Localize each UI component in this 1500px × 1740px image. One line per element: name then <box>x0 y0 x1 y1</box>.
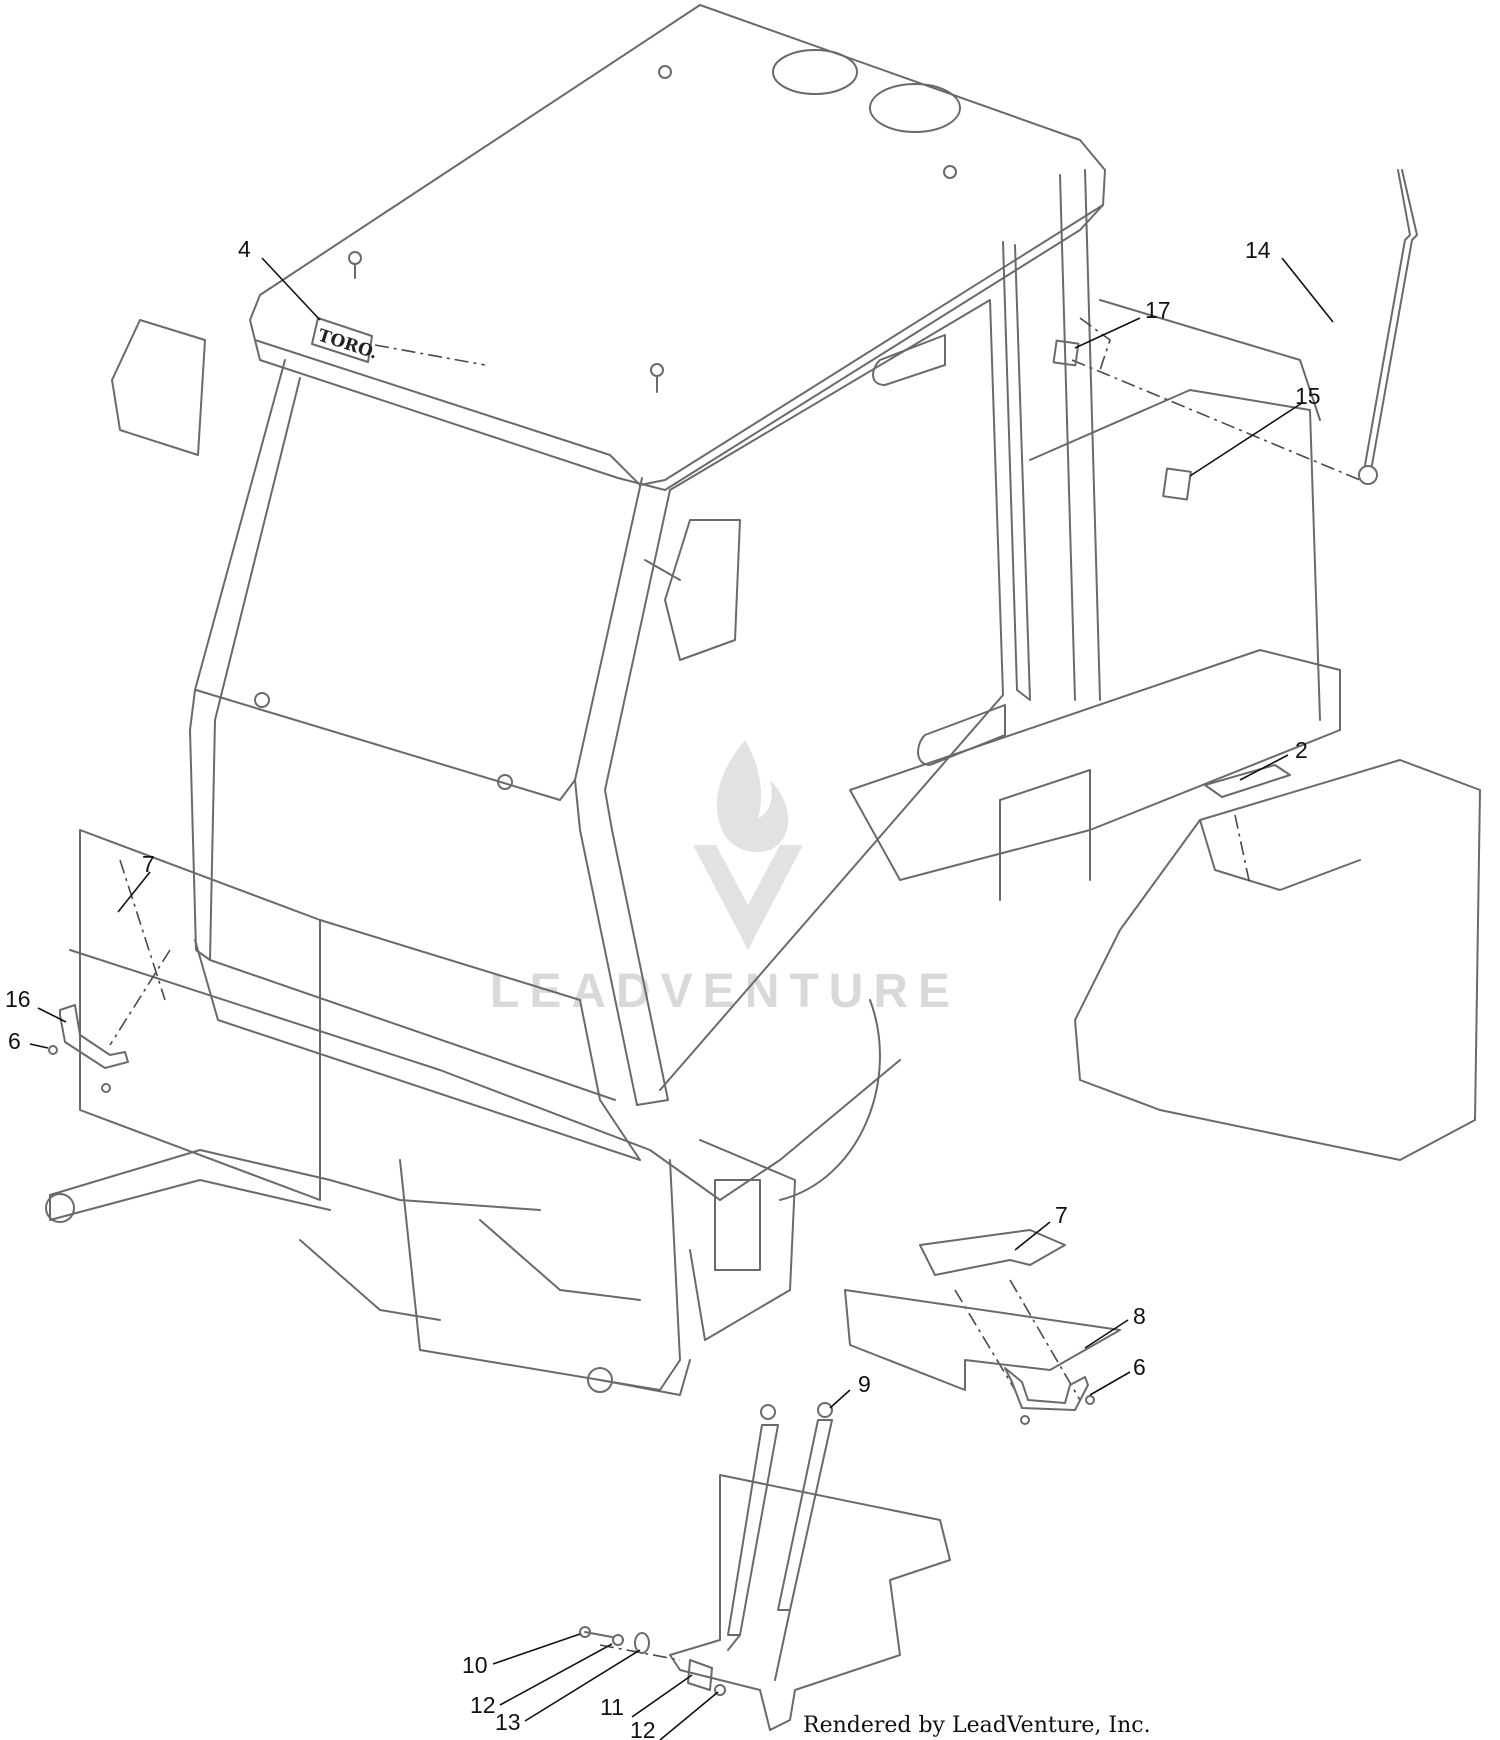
strut-mounting-plate <box>669 1474 951 1731</box>
callout-12-right: 12 <box>630 1717 656 1740</box>
right-mirror <box>664 519 741 661</box>
callout-8: 8 <box>1133 1303 1146 1329</box>
part-2-decal <box>1204 764 1291 798</box>
callout-11: 11 <box>600 1694 624 1720</box>
callout-10: 10 <box>462 1652 488 1678</box>
hardware-stack <box>579 1626 726 1696</box>
callout-17: 17 <box>1145 297 1171 323</box>
part-17-decal <box>1052 339 1080 367</box>
callout-labels: 2 4 6 6 7 7 8 9 10 11 12 12 13 14 15 16 … <box>5 236 1321 1740</box>
render-credit: Rendered by LeadVenture, Inc. <box>803 1713 1151 1738</box>
floor-plate <box>844 1229 1121 1391</box>
cab-roof <box>249 4 1106 491</box>
part-9-gas-struts <box>727 1402 833 1681</box>
callout-7-right: 7 <box>1055 1202 1068 1228</box>
part-4-toro-decal: TORO. <box>311 317 380 364</box>
callout-6-left: 6 <box>8 1028 21 1054</box>
part-15-decal <box>1162 467 1192 501</box>
watermark-v-icon <box>693 845 803 950</box>
callout-9: 9 <box>858 1371 871 1397</box>
callout-16: 16 <box>5 986 31 1012</box>
callout-12-left: 12 <box>470 1692 496 1718</box>
callout-14: 14 <box>1245 237 1271 263</box>
callout-15: 15 <box>1295 383 1321 409</box>
part-16-bracket <box>48 1004 129 1093</box>
cab-body <box>189 169 1101 1161</box>
callout-7-left: 7 <box>142 851 155 877</box>
watermark: LEADVENTURE <box>490 740 960 1018</box>
callout-13: 13 <box>495 1709 521 1735</box>
mirrors <box>111 319 741 661</box>
toro-decal-text: TORO. <box>315 326 380 364</box>
left-mirror <box>111 319 206 456</box>
watermark-text: LEADVENTURE <box>490 965 960 1018</box>
callout-4: 4 <box>238 236 251 262</box>
chassis-frame <box>45 299 1481 1396</box>
callout-6-right: 6 <box>1133 1354 1146 1380</box>
watermark-flame-icon <box>716 740 789 853</box>
part-8-bracket <box>1004 1367 1095 1425</box>
callout-2: 2 <box>1295 737 1308 763</box>
leader-lines <box>29 257 1334 1740</box>
part-14-rod <box>1358 169 1418 485</box>
